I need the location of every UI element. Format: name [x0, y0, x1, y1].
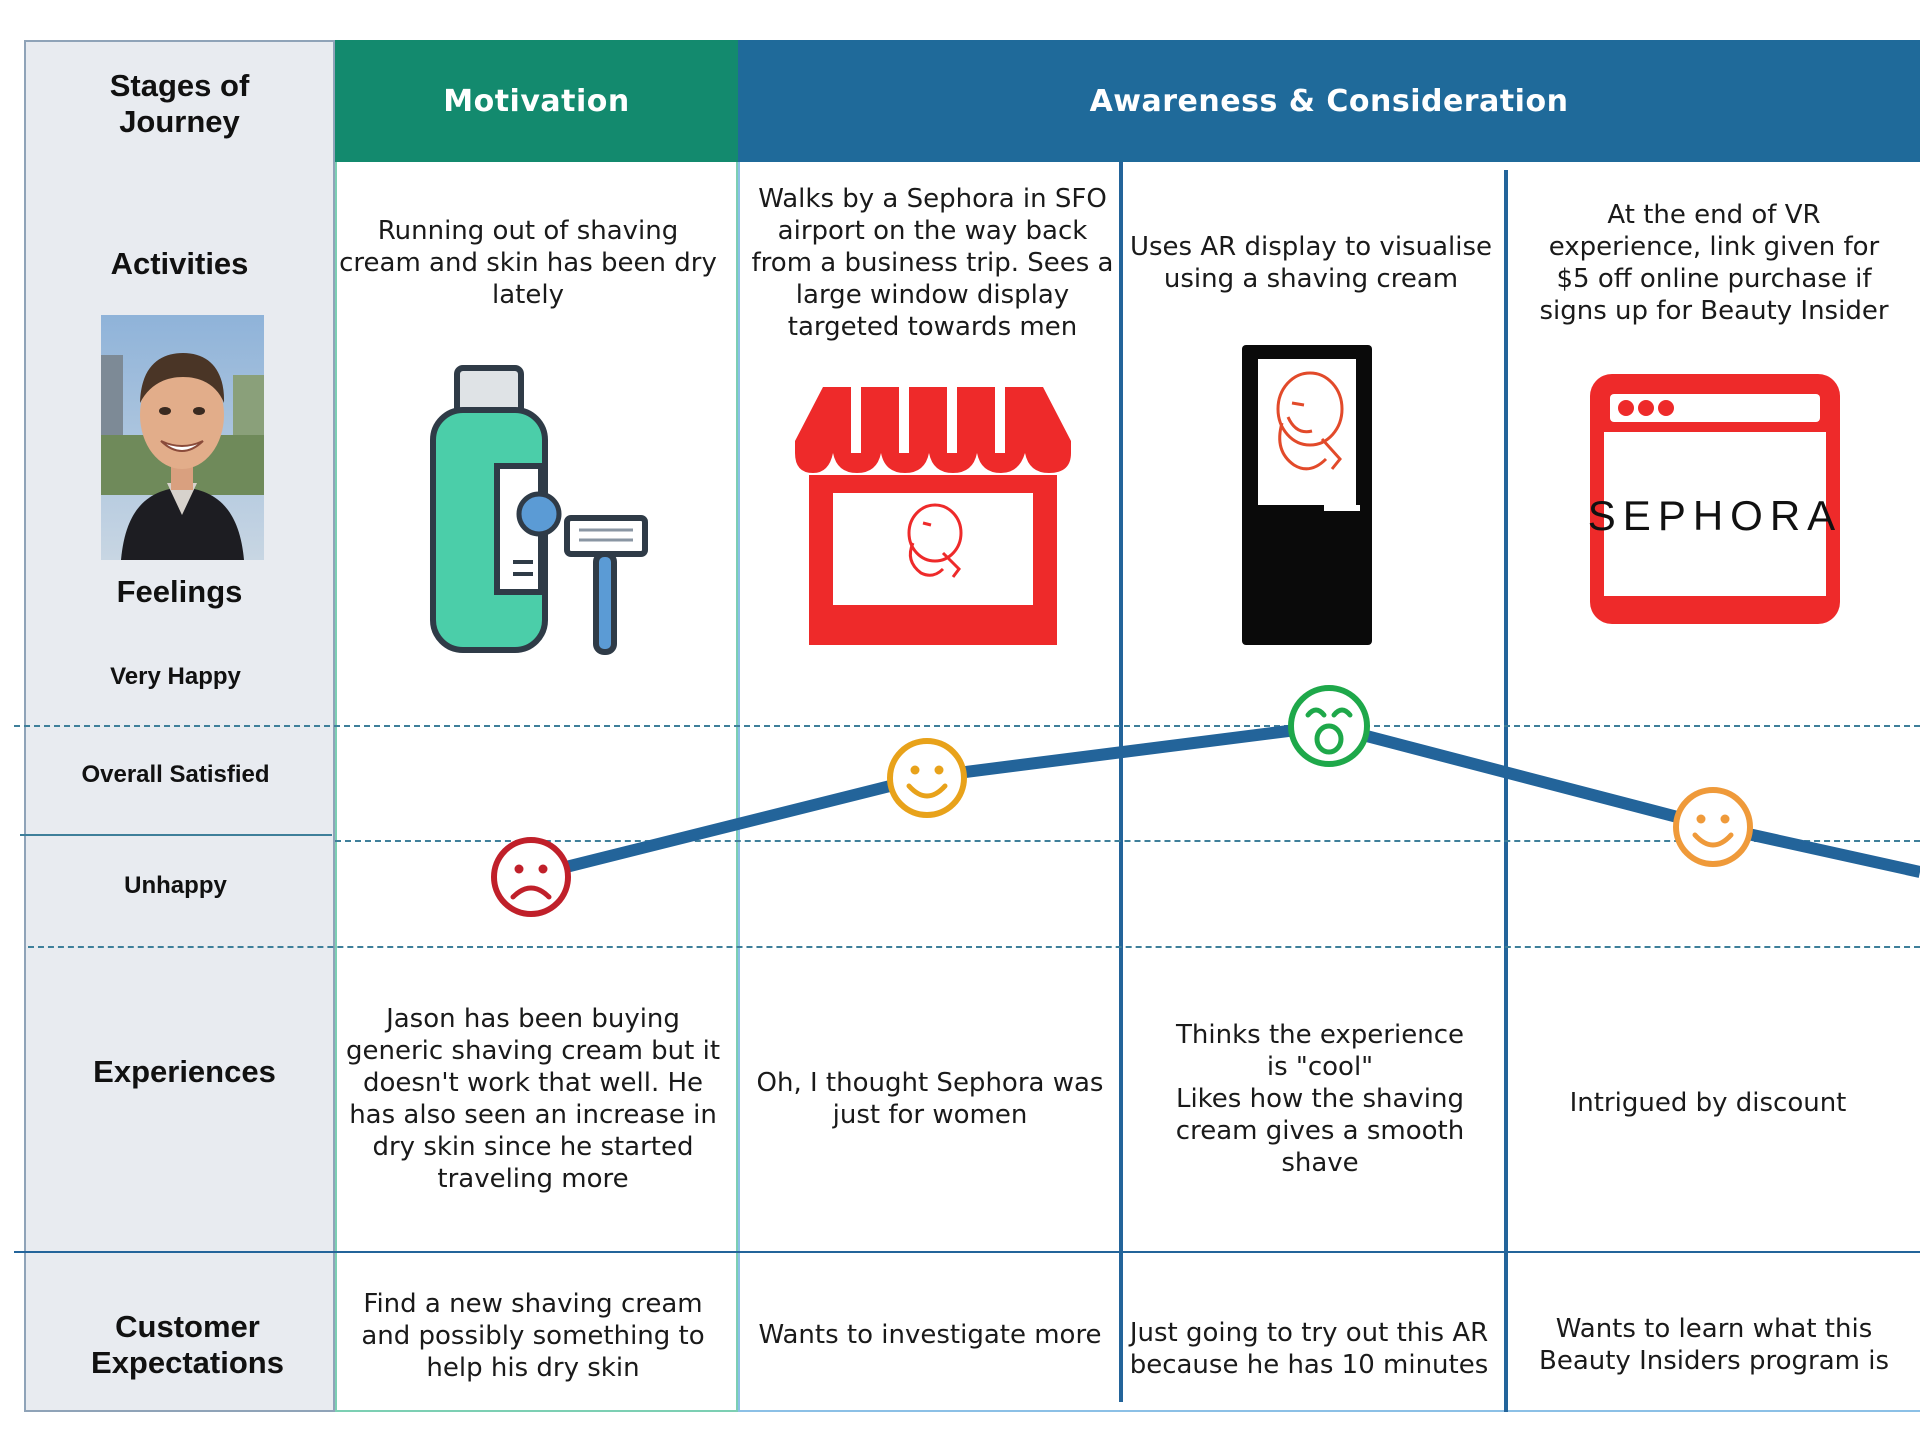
label-expectations: Customer Expectations: [91, 1309, 284, 1380]
persona-photo-drawing: [101, 315, 264, 560]
sad-face-icon: [491, 837, 571, 917]
stage-header-motivation-label: Motivation: [443, 83, 630, 119]
shaving-cream-razor-icon: [430, 365, 648, 655]
experience-3-text: Thinks the experience is "cool" Likes ho…: [1175, 1020, 1465, 1178]
column-divider-2: [1504, 170, 1508, 1412]
activity-1-text: Running out of shaving cream and skin ha…: [339, 216, 717, 310]
sephora-wordmark: SEPHORA: [1588, 492, 1842, 539]
dashed-line-very-happy: [14, 725, 1920, 727]
experience-4-text: Intrigued by discount: [1569, 1088, 1847, 1118]
expectation-2-text: Wants to investigate more: [758, 1320, 1102, 1350]
expectation-3-text: Just going to try out this AR because he…: [1129, 1318, 1489, 1380]
solid-line-satisfied: [20, 834, 332, 836]
experience-2-text: Oh, I thought Sephora was just for women: [756, 1068, 1104, 1130]
label-unhappy: Unhappy: [124, 872, 227, 899]
activity-3-text: Uses AR display to visualise using a sha…: [1129, 232, 1492, 294]
dashed-line-satisfied: [335, 840, 1920, 842]
storefront-icon: [795, 387, 1071, 645]
orange-smile-face-icon: [1673, 787, 1753, 867]
smile-face-icon: [887, 738, 967, 818]
label-feelings: Feelings: [116, 574, 243, 609]
label-overall-satisfied: Overall Satisfied: [81, 761, 270, 788]
sephora-browser-icon: SEPHORA: [1588, 374, 1842, 624]
persona-photo: [101, 315, 264, 560]
expectation-4-text: Wants to learn what this Beauty Insiders…: [1538, 1314, 1890, 1376]
stage-header-motivation: Motivation: [335, 40, 738, 162]
expectation-1-text: Find a new shaving cream and possibly so…: [361, 1289, 705, 1383]
column-divider-1: [1119, 162, 1123, 1402]
stage-header-awareness: Awareness & Consideration: [738, 40, 1920, 162]
solid-line-expectations: [14, 1251, 1920, 1253]
activity-2-text: Walks by a Sephora in SFO airport on the…: [751, 184, 1114, 342]
wow-face-icon: [1288, 685, 1370, 767]
activity-4-text: At the end of VR experience, link given …: [1539, 200, 1889, 326]
label-very-happy: Very Happy: [110, 663, 241, 690]
dashed-line-unhappy: [28, 946, 1920, 948]
label-experiences: Experiences: [93, 1054, 276, 1089]
label-stages: Stages of Journey: [109, 68, 250, 139]
experience-1-text: Jason has been buying generic shaving cr…: [345, 1004, 721, 1194]
ar-kiosk-icon: [1242, 345, 1372, 645]
label-activities: Activities: [110, 246, 249, 281]
stage-header-awareness-label: Awareness & Consideration: [1089, 83, 1569, 119]
